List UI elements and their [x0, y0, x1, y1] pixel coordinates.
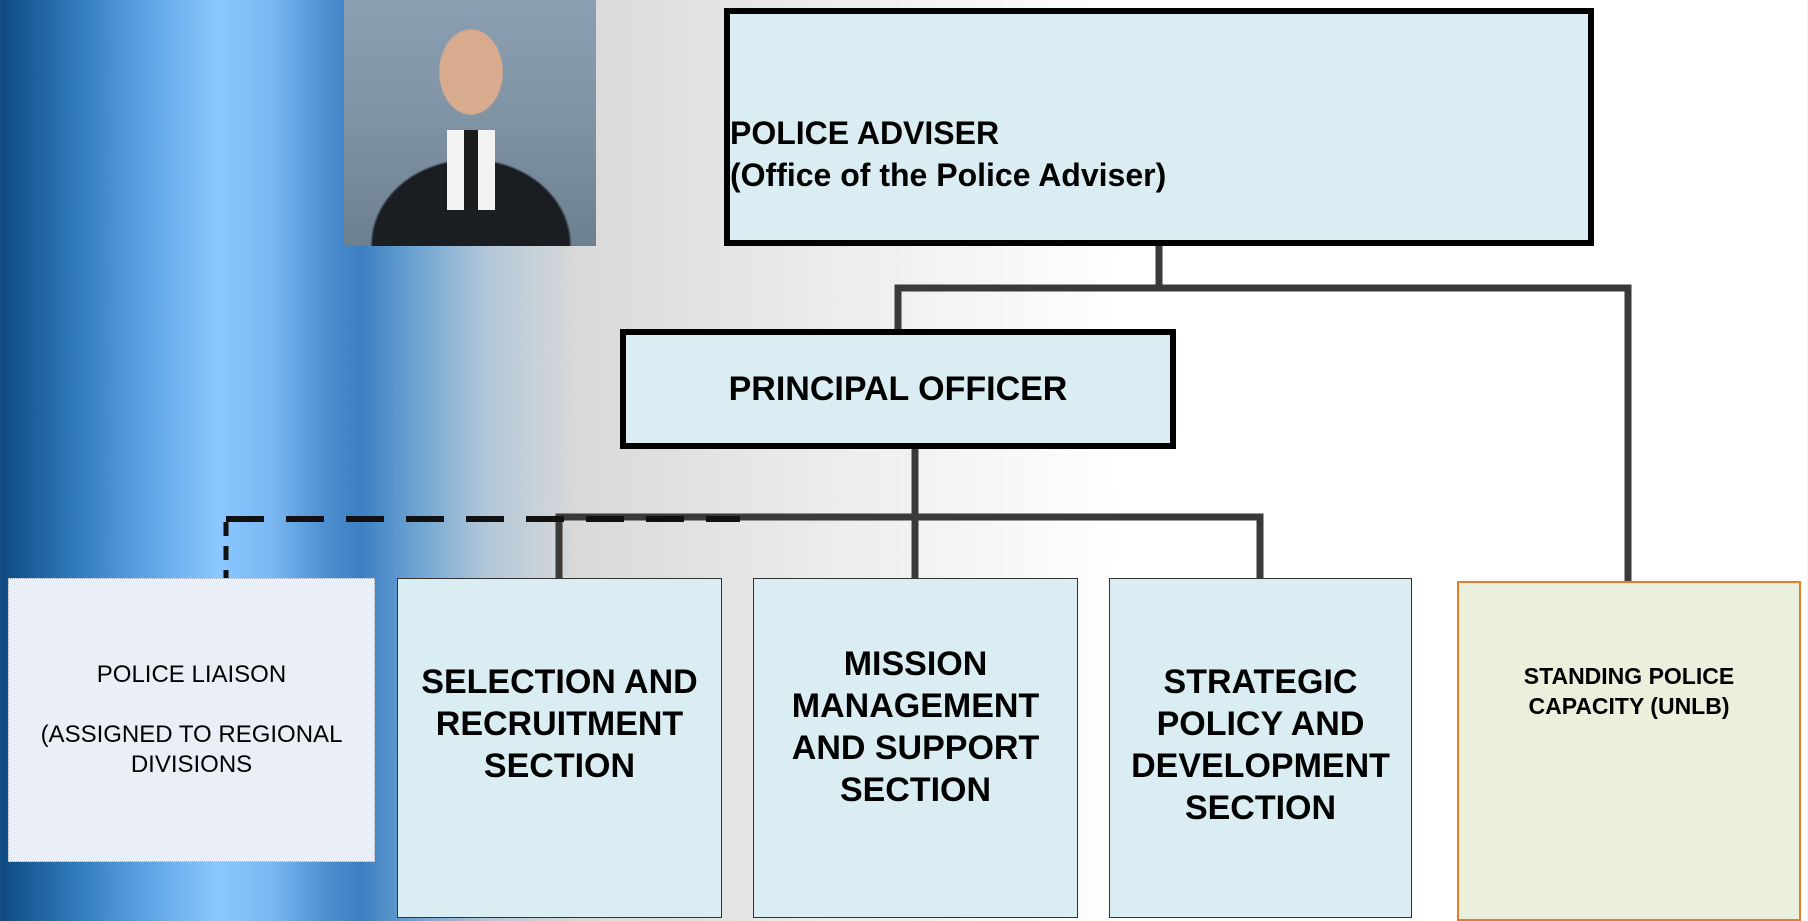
police-adviser-subtitle: (Office of the Police Adviser) [730, 157, 1167, 193]
principal-officer-box: PRINCIPAL OFFICER [620, 329, 1176, 449]
police-liaison-box: POLICE LIAISON (ASSIGNED TO REGIONAL DIV… [8, 578, 375, 862]
police-liaison-label: POLICE LIAISON (ASSIGNED TO REGIONAL DIV… [40, 661, 343, 778]
standing-police-capacity-box: STANDING POLICE CAPACITY (UNLB) [1457, 581, 1801, 921]
principal-officer-label: PRINCIPAL OFFICER [728, 369, 1068, 408]
selection-recruitment-section-box: SELECTION AND RECRUITMENT SECTION [397, 578, 722, 918]
mission-management-section-box: MISSION MANAGEMENT AND SUPPORT SECTION [753, 578, 1078, 918]
standing-police-capacity-label: STANDING POLICE CAPACITY (UNLB) [1523, 663, 1735, 719]
selection-recruitment-label: SELECTION AND RECRUITMENT SECTION [421, 663, 698, 785]
police-adviser-portrait [344, 0, 596, 246]
strategic-policy-section-box: STRATEGIC POLICY AND DEVELOPMENT SECTION [1109, 578, 1412, 918]
uniform-collar [447, 130, 495, 210]
mission-management-label: MISSION MANAGEMENT AND SUPPORT SECTION [791, 645, 1040, 809]
police-adviser-title: POLICE ADVISER [730, 115, 1000, 151]
strategic-policy-label: STRATEGIC POLICY AND DEVELOPMENT SECTION [1131, 663, 1390, 827]
police-adviser-box: POLICE ADVISER (Office of the Police Adv… [724, 8, 1594, 246]
